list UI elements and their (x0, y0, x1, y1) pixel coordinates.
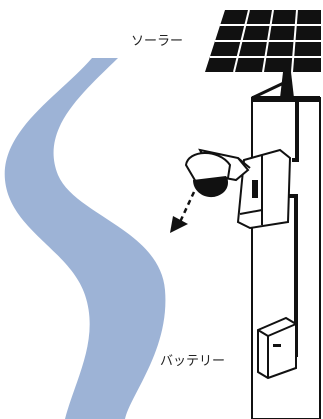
pole-cap (252, 96, 320, 102)
dashed-arrow-icon (170, 191, 196, 233)
dome-camera-icon (184, 148, 251, 198)
controller-box (236, 148, 292, 230)
river (4, 58, 166, 419)
battery-label: バッテリー (160, 354, 226, 369)
solar-panel-icon (205, 9, 321, 100)
battery-box-icon (257, 316, 297, 380)
solar-label: ソーラー (131, 34, 184, 49)
